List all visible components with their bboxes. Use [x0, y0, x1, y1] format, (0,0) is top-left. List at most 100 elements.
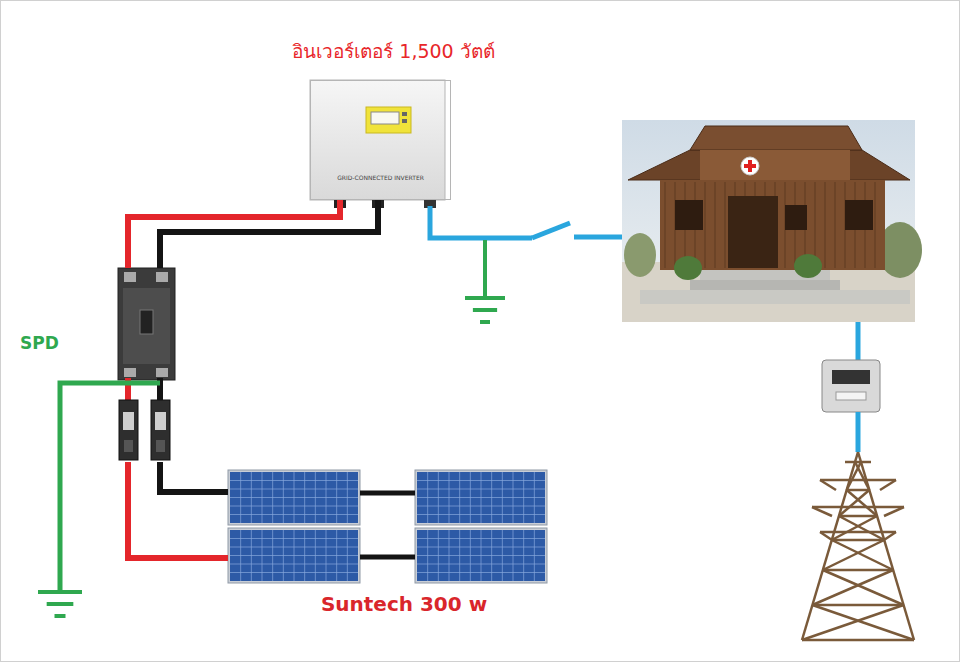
- wall: [660, 180, 885, 270]
- solar-cell-line: [417, 572, 545, 573]
- tower-member: [812, 605, 914, 640]
- panel-link-wire: [360, 491, 415, 496]
- plant: [674, 256, 702, 280]
- solar-cell-line: [417, 547, 545, 548]
- breaker-terminal: [124, 368, 136, 377]
- panel-link-wire: [360, 555, 415, 560]
- plank-line: [825, 182, 826, 268]
- ground-symbol: [38, 590, 82, 594]
- switch-blade: [532, 223, 570, 238]
- ground-wire: [483, 240, 487, 296]
- solar-panel-frame: [228, 528, 360, 583]
- ground-symbol: [465, 296, 505, 300]
- solar-cell-line: [230, 564, 358, 565]
- solar-panel-frame: [415, 470, 547, 525]
- solar-panel-frame: [415, 528, 547, 583]
- tree: [624, 233, 656, 277]
- plank-line: [835, 182, 836, 268]
- doorway: [728, 196, 778, 268]
- transmission-tower: [802, 452, 914, 640]
- plank-line: [715, 182, 716, 268]
- inverter-button: [402, 112, 407, 116]
- positive-wire: [128, 462, 228, 558]
- solar-panel: [417, 472, 545, 523]
- platform: [640, 290, 910, 304]
- step: [690, 280, 840, 290]
- ac-wire: [574, 235, 622, 240]
- ground-symbol: [47, 602, 74, 606]
- tower-member: [823, 570, 904, 605]
- tower-member: [802, 639, 914, 642]
- solar-cell-line: [230, 497, 358, 498]
- positive-wire: [128, 200, 340, 268]
- ground-symbol: [473, 308, 497, 312]
- inverter-label: GRID-CONNECTED INVERTER: [311, 175, 450, 182]
- solar-cell-line: [230, 572, 358, 573]
- solar-cell-line: [230, 547, 358, 548]
- fuse-window: [155, 412, 166, 430]
- tower-member: [845, 461, 871, 464]
- upper-roof: [690, 126, 862, 150]
- window: [675, 200, 703, 230]
- tower-member: [812, 506, 904, 509]
- solar-cell-line: [230, 555, 358, 556]
- solar-panel-frame: [228, 470, 360, 525]
- inverter-display-frame: [366, 107, 411, 133]
- tower-member: [812, 604, 903, 607]
- inverter-body: [310, 80, 445, 200]
- solar-cell-line: [230, 538, 358, 539]
- plank-line: [815, 182, 816, 268]
- ground: [622, 262, 915, 322]
- solar-panel: [230, 472, 358, 523]
- solar-panel: [417, 530, 545, 581]
- solar-cell-line: [417, 538, 545, 539]
- grid-wire: [856, 412, 861, 452]
- tower-member: [884, 507, 904, 516]
- fuse-window: [123, 412, 134, 430]
- negative-wire: [160, 200, 378, 268]
- electric-meter: [822, 360, 880, 412]
- gable: [700, 150, 850, 182]
- tower-member: [832, 540, 893, 570]
- inverter-title: อินเวอร์เตอร์ 1,500 วัตต์: [292, 41, 494, 63]
- solar-cell-line: [230, 480, 358, 481]
- solar-cell-line: [230, 514, 358, 515]
- inverter-box: อินเวอร์เตอร์ 1,500 วัตต์GRID-CONNECTED …: [310, 80, 451, 200]
- tower-member: [823, 540, 884, 570]
- ground-symbol: [480, 320, 490, 324]
- solar-cell-line: [230, 489, 358, 490]
- solar-cell-line: [417, 506, 545, 507]
- tower-member: [884, 532, 896, 540]
- tower-member: [812, 570, 893, 605]
- tower-member: [823, 569, 893, 572]
- grid-wire: [856, 322, 861, 362]
- inverter-display: [371, 112, 399, 124]
- window: [845, 200, 873, 230]
- negative-wire: [160, 462, 228, 492]
- meter-display: [832, 370, 870, 384]
- fuse-terminal: [156, 440, 165, 452]
- sky: [622, 120, 915, 322]
- tower-member: [832, 539, 884, 542]
- wire-pair: [128, 200, 378, 268]
- solar-cell-line: [417, 489, 545, 490]
- tower-member: [820, 480, 836, 490]
- solar-cell-line: [230, 506, 358, 507]
- tower-member: [847, 462, 861, 490]
- house-photo: [622, 120, 922, 322]
- fuse-holder: [119, 400, 138, 460]
- meter-label-plate: [836, 392, 866, 400]
- tower-member: [802, 605, 904, 640]
- spd-breaker: SPD: [115, 268, 178, 462]
- window: [785, 205, 807, 230]
- ac-wire: [430, 206, 532, 238]
- plank-line: [725, 182, 726, 268]
- red-cross: [744, 164, 756, 168]
- tower-member: [839, 515, 877, 518]
- tower-member: [839, 490, 869, 516]
- tower-member: [820, 531, 896, 534]
- tower-member: [847, 490, 877, 516]
